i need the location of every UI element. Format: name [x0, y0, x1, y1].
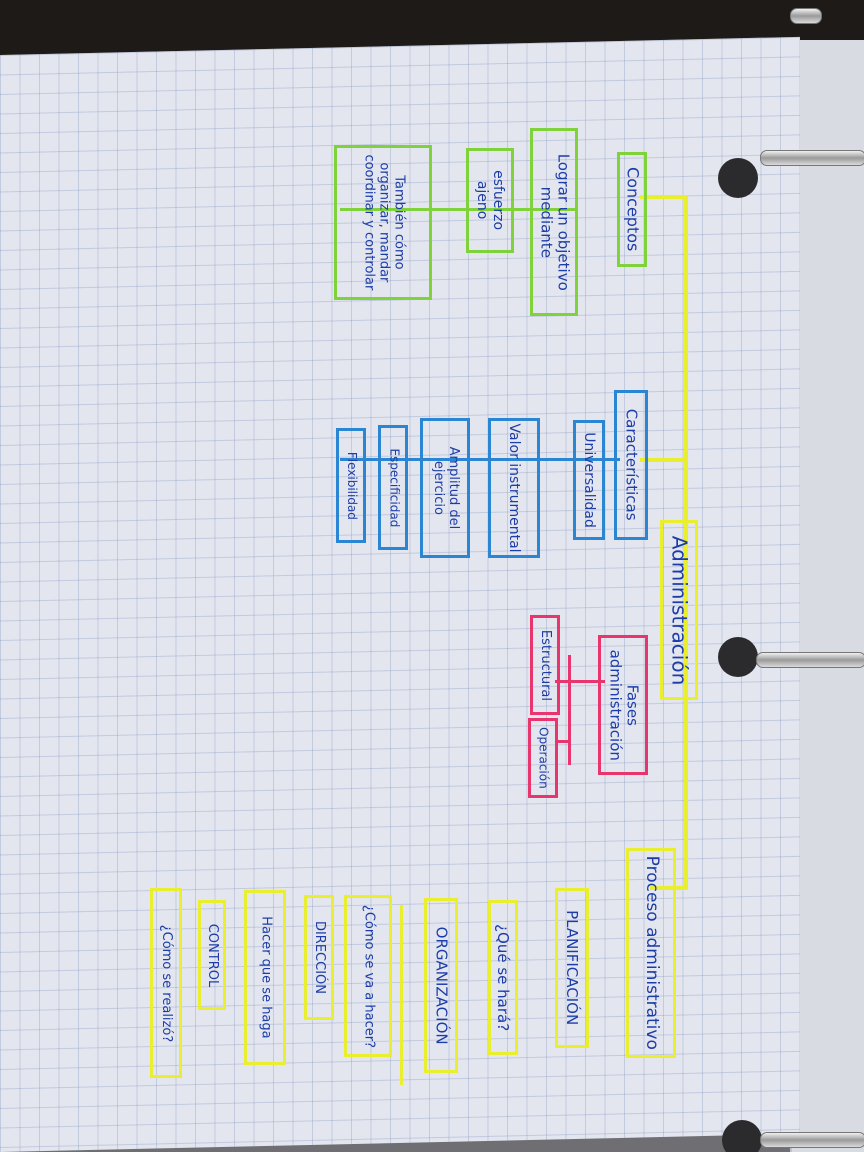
- binder-ring-icon: [760, 1132, 864, 1148]
- conceptos-item-text: Lograr un objetivo mediante: [537, 153, 573, 291]
- caracteristicas-item: Flexibilidad: [336, 428, 366, 543]
- root-node: Administración: [660, 520, 698, 700]
- caracteristicas-item-text: Especificidad: [386, 448, 401, 527]
- conceptos-node: Conceptos: [617, 152, 647, 267]
- conceptos-heading: Conceptos: [623, 167, 643, 252]
- conceptos-item-text: esfuerzo ajeno: [474, 170, 507, 231]
- fases-item-text: Estructural: [538, 629, 554, 701]
- proceso-question-text: ¿Cómo se realizó?: [159, 924, 175, 1042]
- proceso-question-text: ¿Cómo se va a hacer?: [361, 904, 377, 1048]
- caracteristicas-heading: Características: [622, 409, 641, 521]
- fases-item-text: Operación: [536, 727, 551, 789]
- caracteristicas-item-text: Universalidad: [581, 432, 598, 528]
- fases-item: Estructural: [530, 615, 560, 715]
- caracteristicas-item-text: Flexibilidad: [344, 451, 359, 520]
- conceptos-connector-line: [340, 208, 576, 211]
- proceso-step-question: ¿Cómo se realizó?: [150, 888, 182, 1078]
- proceso-step-name: CONTROL: [205, 923, 221, 987]
- proceso-connector-line: [400, 905, 403, 1085]
- proceso-step-question: ¿Qué se hará?: [488, 900, 518, 1055]
- fases-branch-line: [555, 740, 571, 743]
- conceptos-item-text: También cómo organizar, mandar coordinar…: [361, 154, 407, 291]
- proceso-step-question: Hacer que se haga: [244, 890, 286, 1065]
- root-title: Administración: [667, 535, 692, 685]
- main-connector-line: [684, 195, 688, 890]
- proceso-step-name: PLANIFICACIÓN: [563, 910, 582, 1026]
- binder-ring-icon: [790, 8, 822, 24]
- caracteristicas-item-text: Amplitud del ejercicio: [431, 446, 461, 530]
- proceso-step-name: DIRECCIÓN: [312, 920, 328, 995]
- fases-branch-line: [555, 680, 605, 683]
- fases-node: Fases administración: [598, 635, 648, 775]
- binder-ring-icon: [756, 652, 864, 668]
- caracteristicas-connector-line: [340, 458, 620, 461]
- conceptos-item: Lograr un objetivo mediante: [530, 128, 578, 316]
- fases-item: Operación: [528, 718, 558, 798]
- fases-heading: Fases administración: [606, 649, 642, 761]
- caracteristicas-item: Universalidad: [573, 420, 605, 540]
- proceso-step-question: ¿Cómo se va a hacer?: [344, 895, 392, 1057]
- proceso-step: ORGANIZACIÓN: [424, 898, 458, 1073]
- caracteristicas-item: Amplitud del ejercicio: [420, 418, 470, 558]
- proceso-step-name: ORGANIZACIÓN: [432, 926, 451, 1045]
- proceso-heading: Proceso administrativo: [641, 855, 662, 1051]
- caracteristicas-item: Especificidad: [378, 425, 408, 550]
- conceptos-branch-line: [640, 195, 686, 199]
- caracteristicas-item-text: Valor instrumental: [506, 423, 523, 553]
- proceso-step: PLANIFICACIÓN: [555, 888, 589, 1048]
- proceso-step: CONTROL: [198, 900, 226, 1010]
- proceso-branch-line: [650, 886, 688, 890]
- conceptos-item: esfuerzo ajeno: [466, 148, 514, 253]
- proceso-step: DIRECCIÓN: [304, 895, 334, 1020]
- punch-hole-icon: [722, 1120, 762, 1152]
- proceso-question-text: Hacer que se haga: [258, 916, 274, 1039]
- fases-connector-line: [568, 655, 571, 765]
- proceso-question-text: ¿Qué se hará?: [494, 923, 513, 1032]
- caracteristicas-node: Características: [614, 390, 648, 540]
- binder-ring-icon: [760, 150, 864, 166]
- caracteristicas-branch-line: [640, 458, 686, 462]
- punch-hole-icon: [718, 158, 758, 198]
- conceptos-item: También cómo organizar, mandar coordinar…: [334, 145, 432, 300]
- proceso-node: Proceso administrativo: [626, 848, 676, 1058]
- binder-spine-page: [790, 40, 864, 1152]
- punch-hole-icon: [718, 637, 758, 677]
- caracteristicas-item: Valor instrumental: [488, 418, 540, 558]
